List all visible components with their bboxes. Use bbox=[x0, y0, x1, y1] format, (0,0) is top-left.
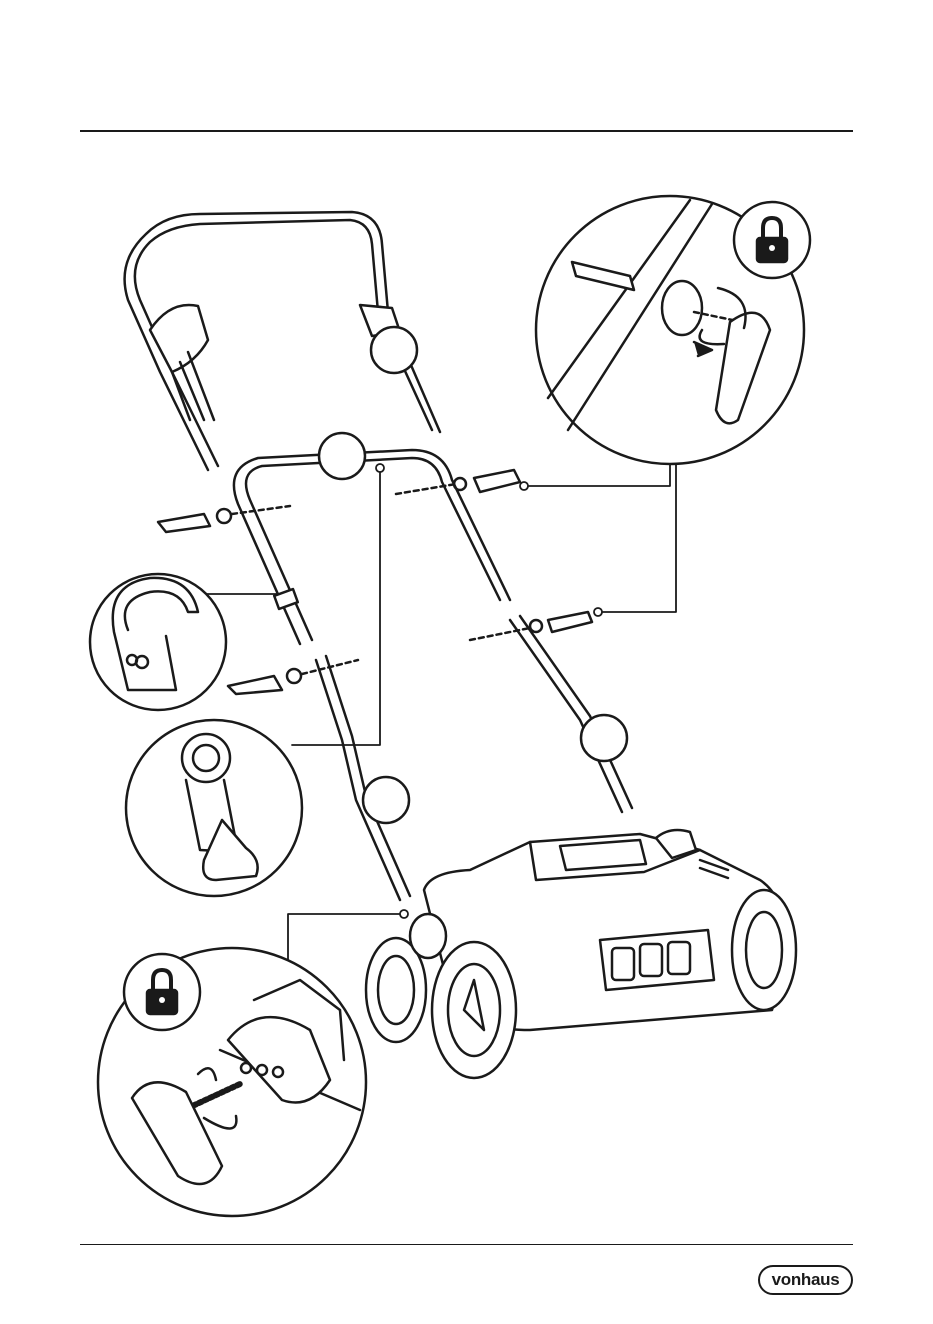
footer-rule bbox=[80, 1244, 853, 1245]
cable-clip-detail bbox=[90, 574, 226, 710]
lock-knob-detail bbox=[536, 196, 810, 464]
lower-handle-right bbox=[510, 616, 632, 812]
brand-name: vonhaus bbox=[772, 1270, 840, 1290]
handle-bracket-detail bbox=[126, 720, 302, 896]
lock-icon bbox=[734, 202, 810, 278]
height-adjust-detail bbox=[98, 948, 366, 1216]
middle-handle bbox=[234, 450, 510, 644]
lock-icon bbox=[124, 954, 200, 1030]
vonhaus-logo: vonhaus bbox=[758, 1265, 853, 1295]
